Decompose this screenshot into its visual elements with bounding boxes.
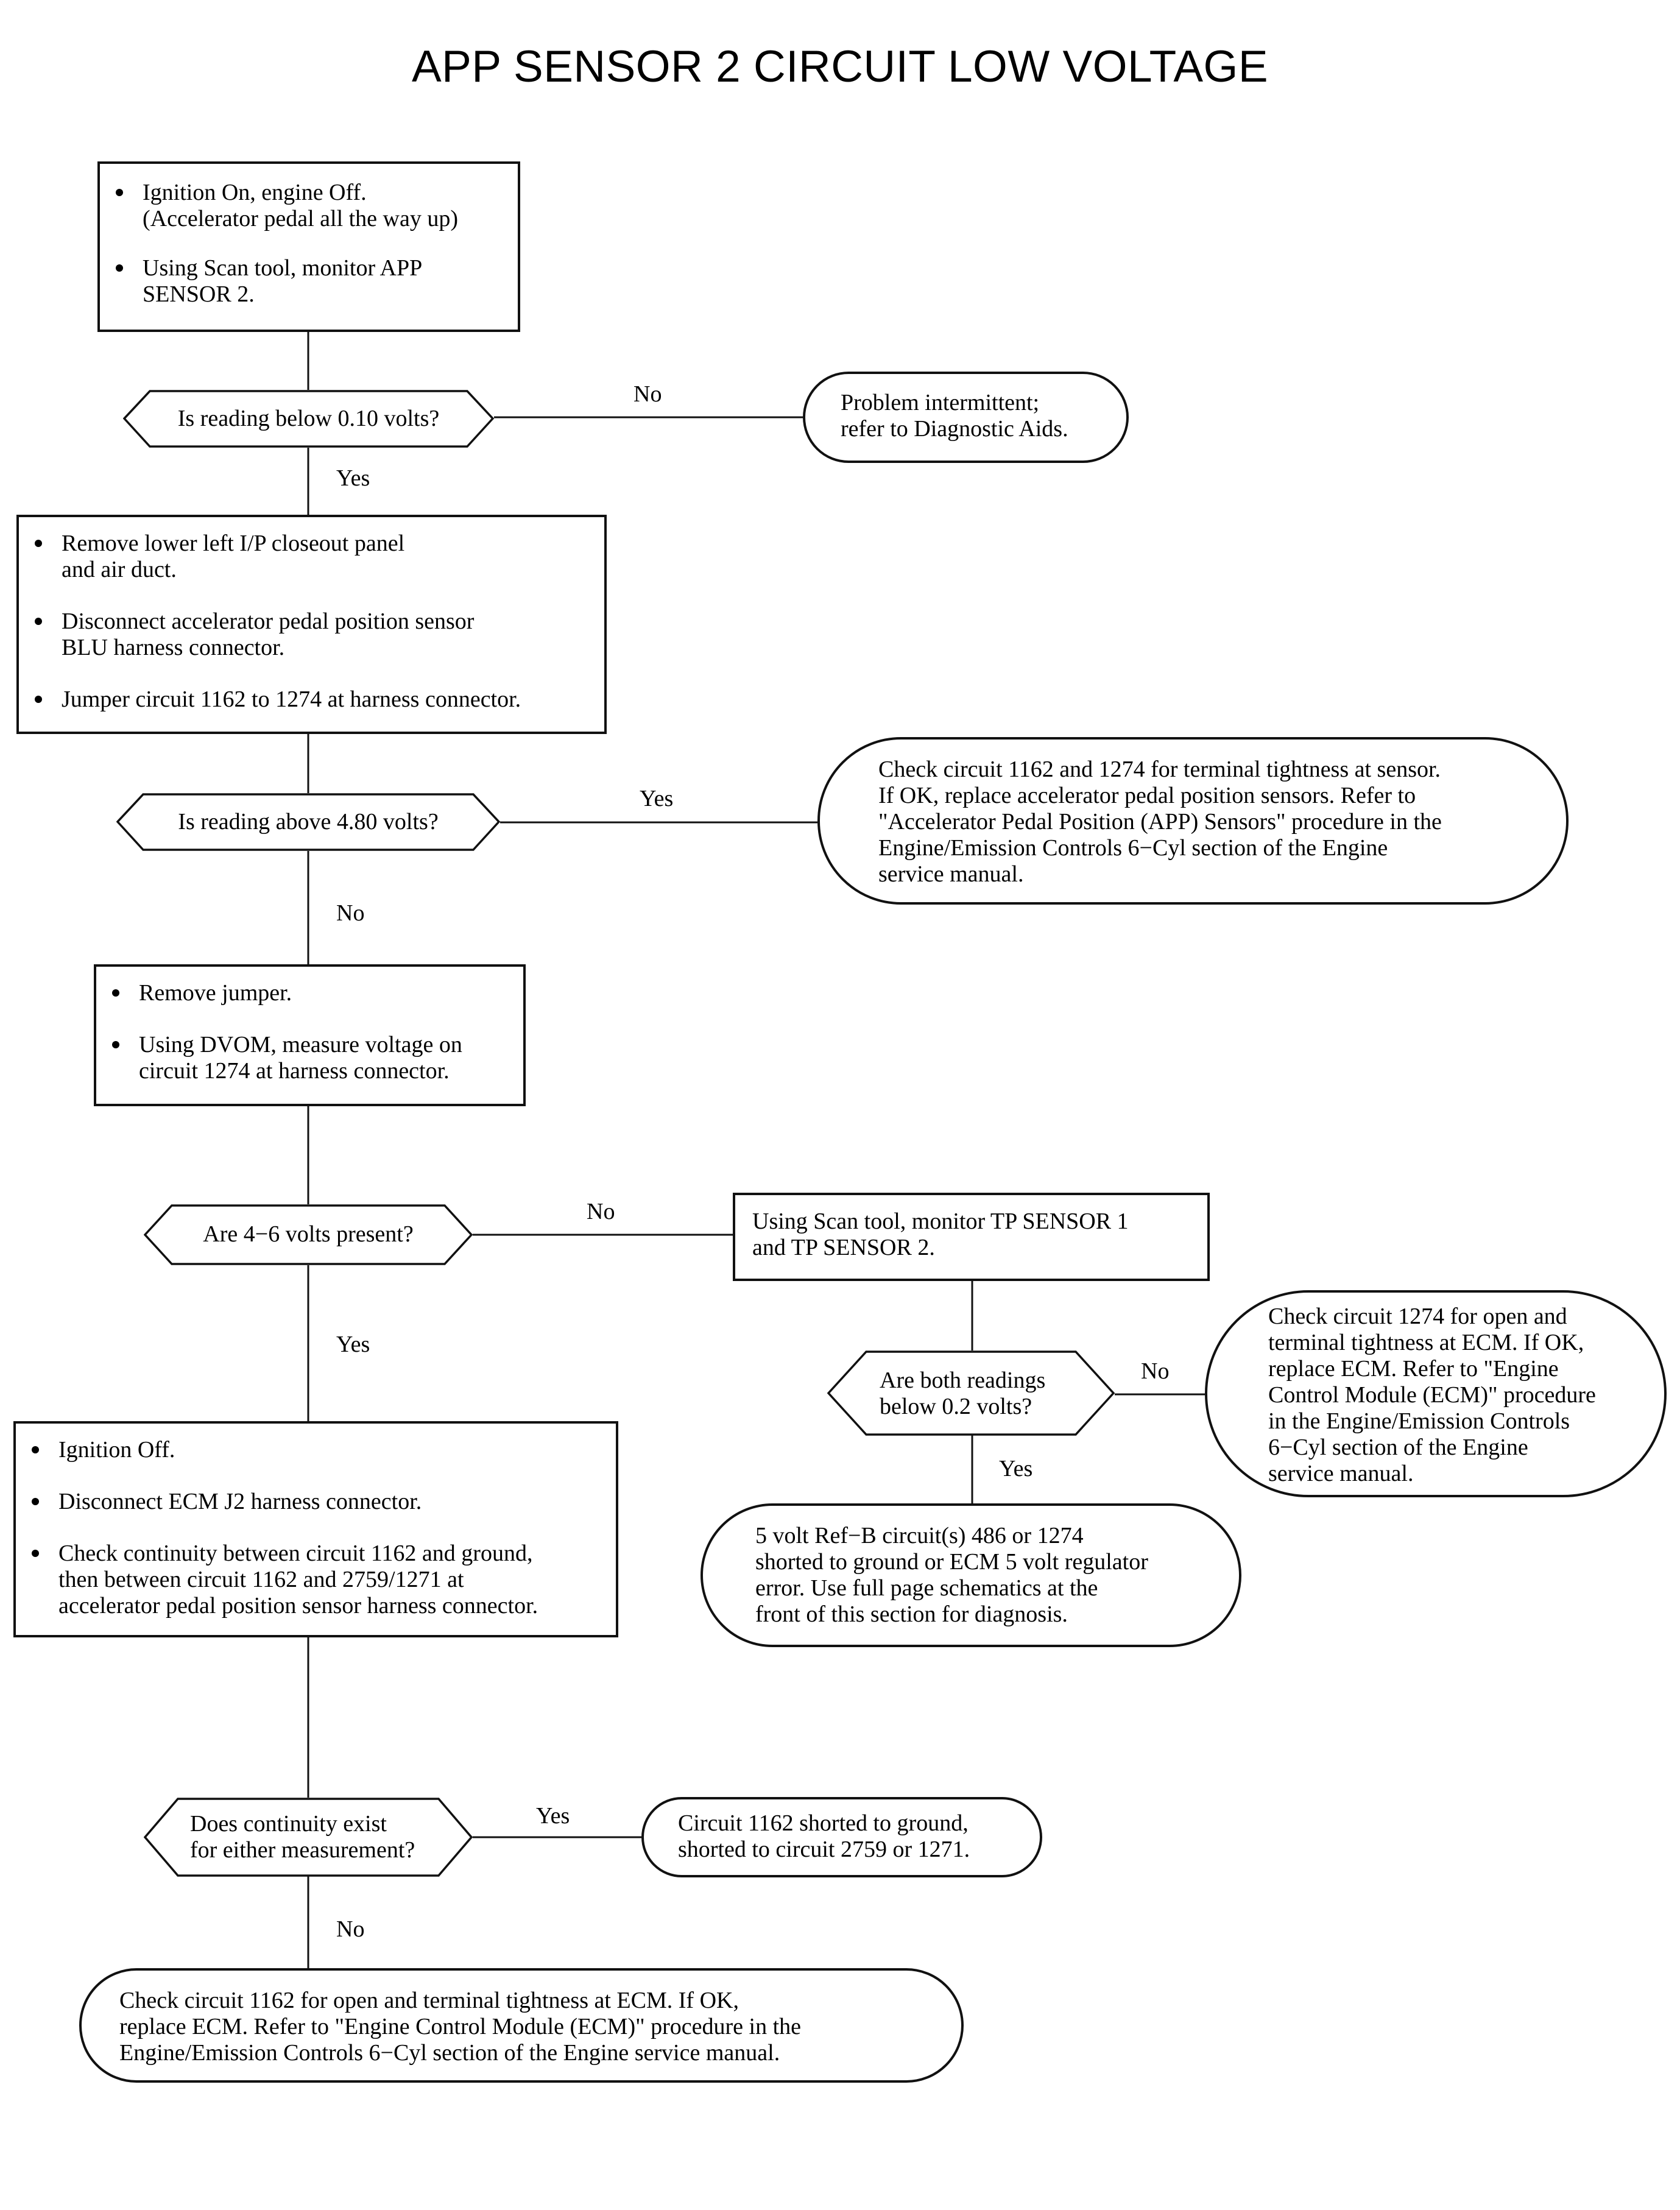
terminal-t2: Check circuit 1162 and 1274 for terminal… (817, 737, 1569, 905)
edge-label-q5-yes: Yes (536, 1803, 570, 1829)
step5-bullet-2: Disconnect ECM J2 harness connector. (16, 1489, 610, 1515)
edge-label-q1-no: No (634, 381, 662, 407)
step-box-2: Remove lower left I/P closeout panel and… (16, 515, 607, 734)
decision-q1: Is reading below 0.10 volts? (123, 390, 494, 448)
page-title: APP SENSOR 2 CIRCUIT LOW VOLTAGE (411, 42, 1269, 91)
step1-bullet-1: Ignition On, engine Off. (Accelerator pe… (100, 180, 506, 232)
edge-label-q3-yes: Yes (336, 1332, 370, 1357)
decision-shape (123, 390, 494, 448)
edge-label-q5-no: No (336, 1916, 365, 1942)
terminal-t1: Problem intermittent; refer to Diagnosti… (803, 372, 1129, 463)
terminal-t5: Circuit 1162 shorted to ground, shorted … (641, 1797, 1042, 1877)
decision-shape (116, 793, 500, 851)
decision-q4: Are both readings below 0.2 volts? (827, 1350, 1115, 1436)
bullet-icon (32, 1498, 39, 1505)
edge-label-q2-no: No (336, 900, 365, 926)
step2-bullet-2: Disconnect accelerator pedal position se… (19, 609, 598, 661)
step5-bullet-3: Check continuity between circuit 1162 an… (16, 1541, 610, 1619)
edge-label-q4-no: No (1141, 1358, 1170, 1384)
step3-bullet-2: Using DVOM, measure voltage on circuit 1… (96, 1032, 517, 1084)
bullet-icon (32, 1446, 39, 1453)
terminal-t6: Check circuit 1162 for open and terminal… (79, 1968, 964, 2083)
bullet-icon (112, 1041, 119, 1048)
decision-shape (827, 1350, 1115, 1436)
decision-q5: Does continuity exist for either measure… (144, 1798, 473, 1877)
step2-bullet-1: Remove lower left I/P closeout panel and… (19, 531, 598, 583)
step5-bullet-1: Ignition Off. (16, 1437, 610, 1463)
step-box-4: Using Scan tool, monitor TP SENSOR 1 and… (733, 1193, 1210, 1281)
bullet-icon (32, 1550, 39, 1557)
step-box-1: Ignition On, engine Off. (Accelerator pe… (97, 161, 520, 332)
bullet-icon (112, 989, 119, 997)
decision-shape (144, 1204, 473, 1265)
step1-bullet-2: Using Scan tool, monitor APP SENSOR 2. (100, 255, 506, 308)
bullet-icon (116, 264, 123, 272)
edge-label-q4-yes: Yes (999, 1456, 1033, 1481)
edge-label-q3-no: No (587, 1199, 615, 1224)
bullet-icon (116, 189, 123, 196)
bullet-icon (35, 618, 42, 625)
decision-q2: Is reading above 4.80 volts? (116, 793, 500, 851)
edge-label-q1-yes: Yes (336, 465, 370, 491)
step3-bullet-1: Remove jumper. (96, 980, 517, 1006)
terminal-t3: Check circuit 1274 for open and terminal… (1205, 1290, 1667, 1497)
decision-shape (144, 1798, 473, 1877)
decision-q3: Are 4−6 volts present? (144, 1204, 473, 1265)
step-box-5: Ignition Off. Disconnect ECM J2 harness … (13, 1421, 618, 1637)
edge-label-q2-yes: Yes (640, 786, 674, 811)
bullet-icon (35, 540, 42, 547)
step2-bullet-3: Jumper circuit 1162 to 1274 at harness c… (19, 687, 598, 713)
bullet-icon (35, 696, 42, 703)
terminal-t4: 5 volt Ref−B circuit(s) 486 or 1274 shor… (701, 1503, 1241, 1647)
step-box-3: Remove jumper. Using DVOM, measure volta… (94, 964, 526, 1106)
